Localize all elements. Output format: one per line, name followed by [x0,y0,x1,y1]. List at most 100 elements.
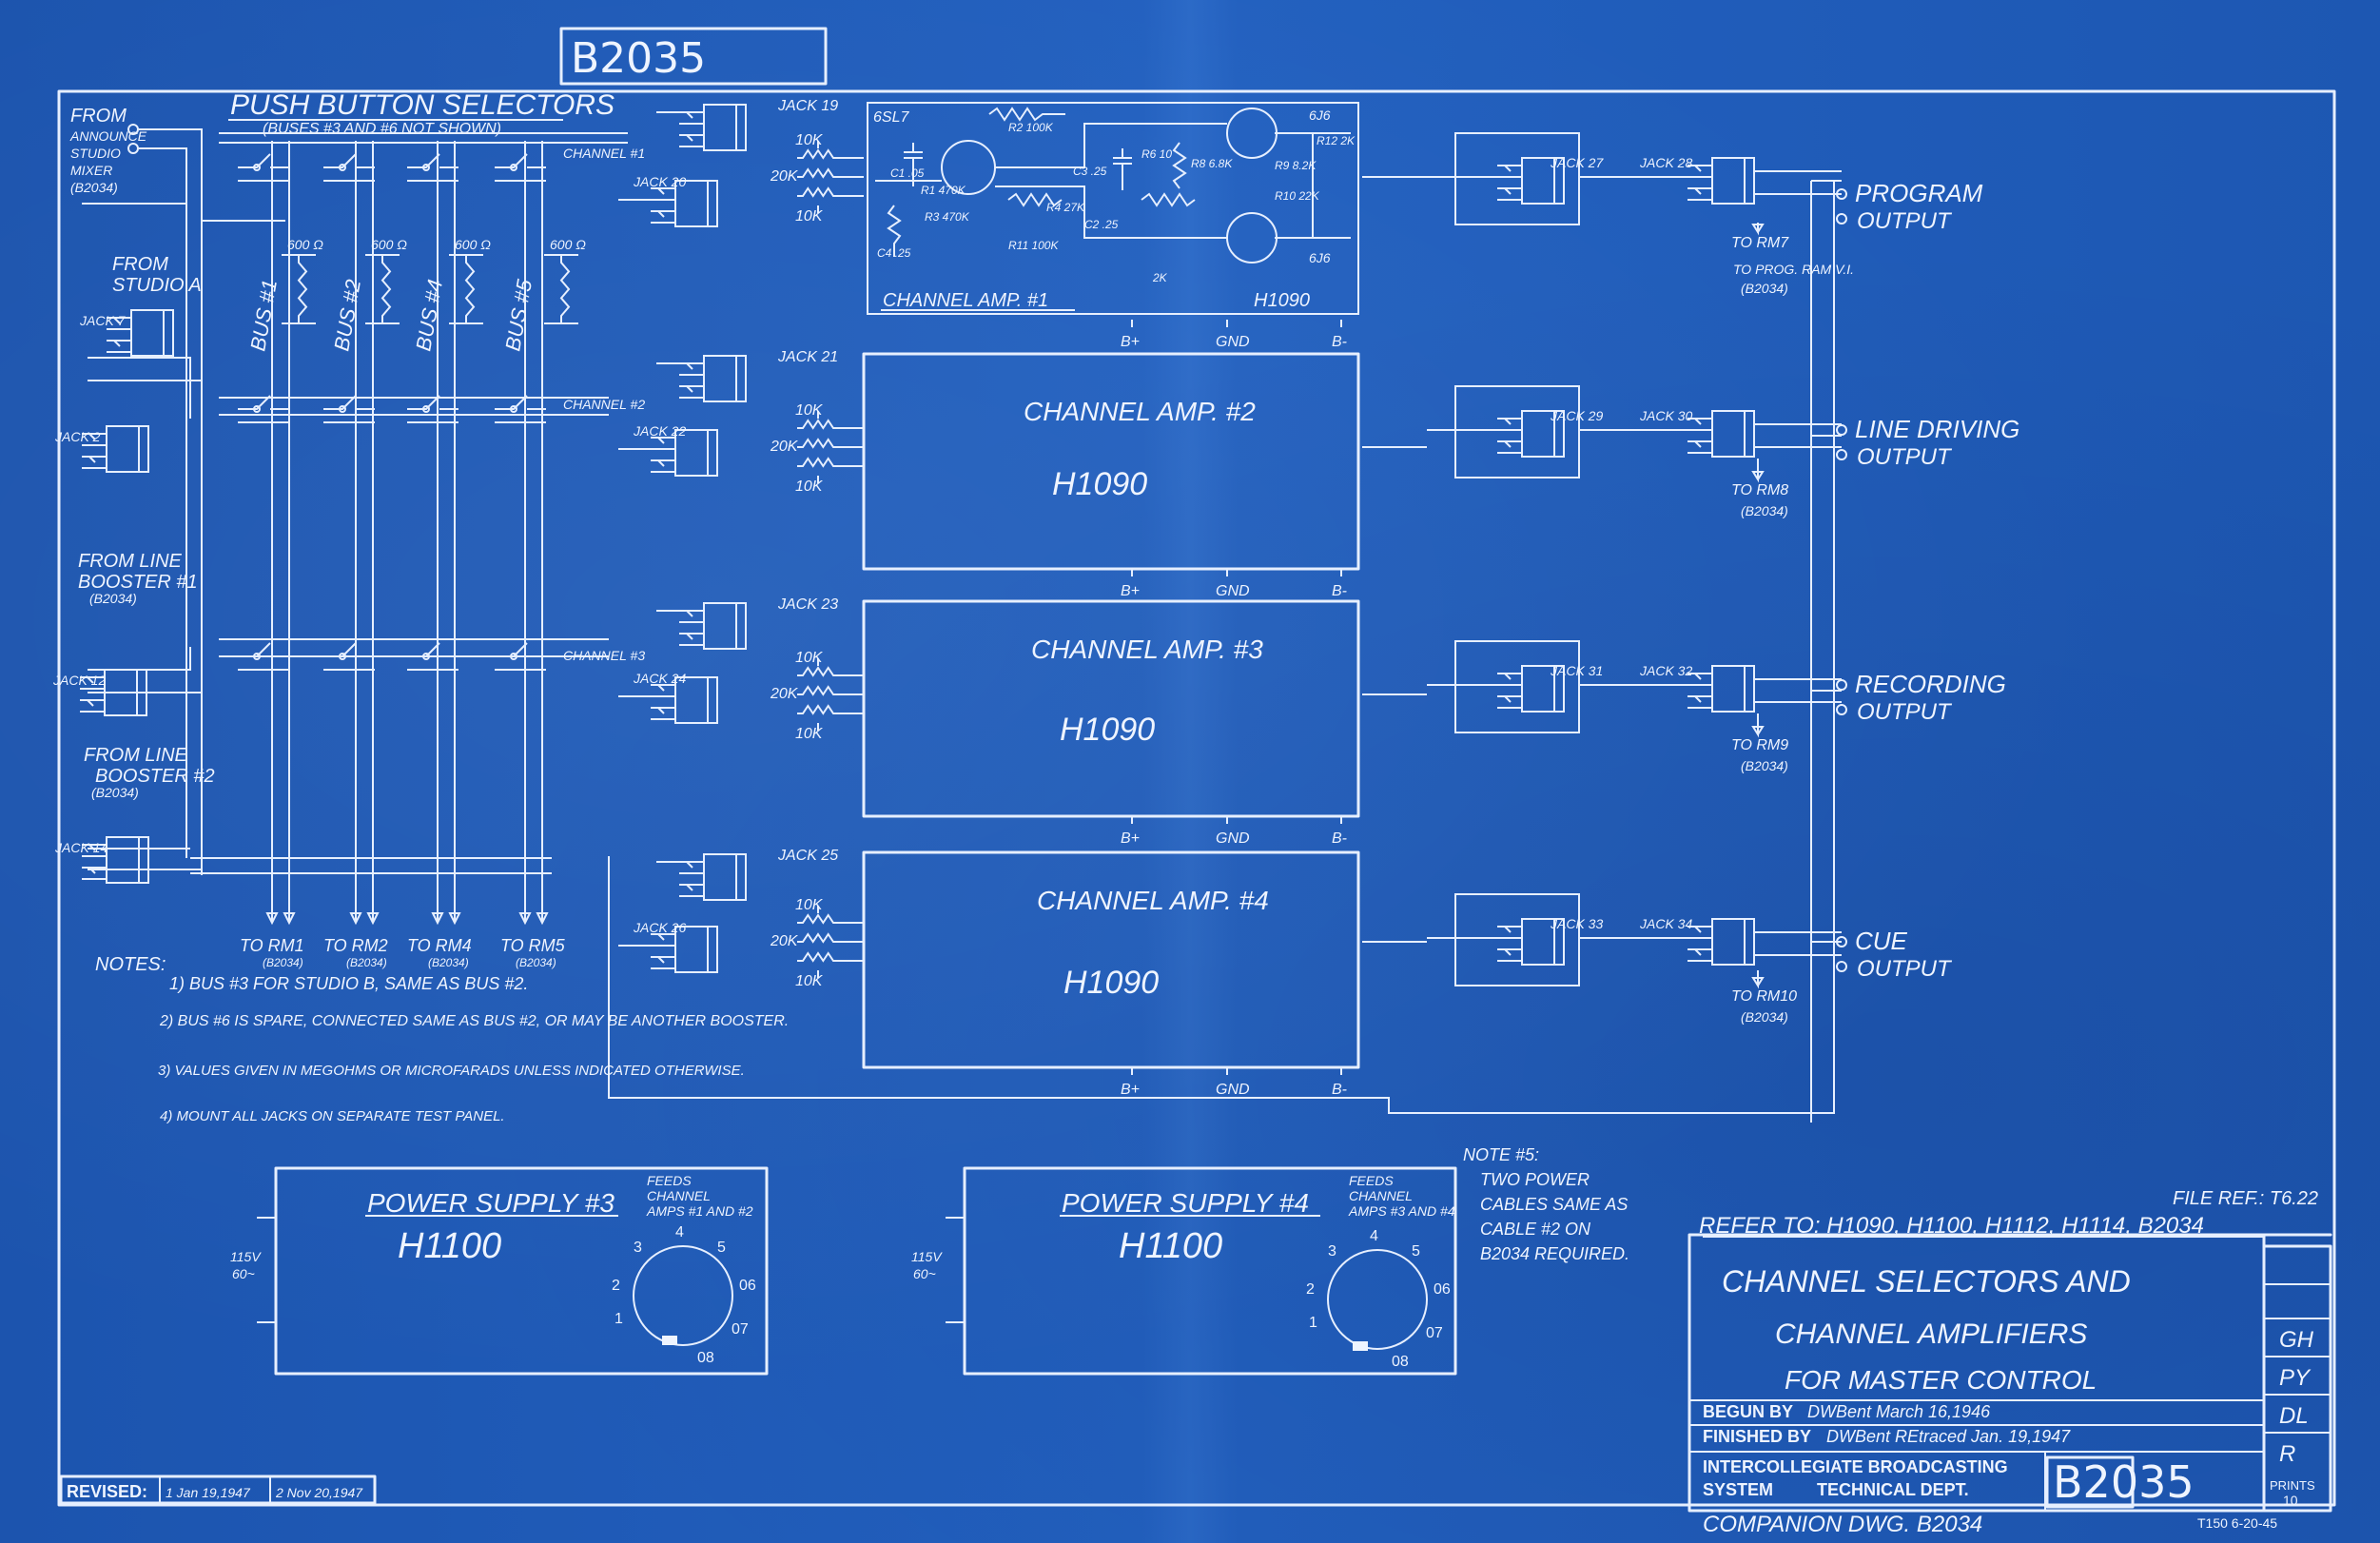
note5-line-4: B2034 REQUIRED. [1480,1244,1629,1263]
patch-jack-label-1: JACK 19 [777,98,838,114]
switch-ch3-bus1 [238,642,289,671]
dial-4-mark-5: 5 [1412,1243,1420,1260]
input-jack-1 [107,309,174,357]
ps3-feeds-3: AMPS #1 AND #2 [646,1203,753,1219]
switch-ch2-bus2 [323,395,375,423]
svg-text:10K: 10K [795,479,824,495]
output-terminal-a-4 [1836,936,1847,947]
revised-entry-2: 2 Nov 20,1947 [275,1485,363,1500]
rail-gnd-3: GND [1216,830,1250,847]
output-to-2: TO RM8 [1731,482,1788,498]
bus-label-2: BUS #2 [329,278,365,353]
bus-label-1: BUS #1 [245,278,282,353]
title-line-2: CHANNEL AMPLIFIERS [1775,1318,2087,1350]
input-4-line-2: BOOSTER #2 [95,766,215,787]
output-sub-3: OUTPUT [1857,699,1953,725]
rail-bminus-2: B- [1332,583,1347,599]
patch-jack-right-label-1: JACK 27 [1550,155,1604,170]
ps3-feeds-2: CHANNEL [647,1188,711,1203]
dial-3-mark-3: 3 [634,1240,642,1256]
rail-gnd-1: GND [1216,334,1250,350]
patch-jack-13 [1497,665,1565,713]
amp1-tube3: 6J6 [1309,250,1331,265]
power-supply-3: POWER SUPPLY #3 H1100 FEEDS CHANNEL AMPS… [230,1166,769,1376]
patch-jack-label-6: JACK 24 [633,671,686,686]
ps4-feeds-2: CHANNEL [1349,1188,1413,1203]
dial-4-mark-8: 08 [1392,1354,1409,1370]
input-jack-label-4: JACK 14 [54,840,107,855]
output-ref-3: (B2034) [1741,758,1788,773]
svg-text:10K: 10K [795,132,824,148]
output-to-3: TO RM9 [1731,737,1788,753]
ps3-feeds-1: FEEDS [647,1173,692,1188]
ps4-feeds-1: FEEDS [1349,1173,1394,1188]
finished-label: FINISHED BY [1703,1427,1811,1446]
output-name-3: RECORDING [1855,670,2006,698]
dial-3-mark-4: 4 [675,1224,684,1240]
to-rm-4: TO RM5 [500,936,566,955]
note-5-block: NOTE #5: TWO POWER CABLES SAME AS CABLE … [1463,1145,1629,1263]
output-terminal-b-3 [1836,704,1847,715]
drawing-border [57,27,2336,1507]
channel-amp-3-name: CHANNEL AMP. #3 [1031,635,1263,664]
output-to-4: TO RM10 [1731,988,1797,1005]
input-4-line-1: FROM LINE [84,745,188,766]
patch-jack-8 [651,926,718,973]
patch-jack-15 [1497,918,1565,966]
to-rm-2: TO RM2 [323,936,388,955]
note-2: 2) BUS #6 IS SPARE, CONNECTED SAME AS BU… [159,1013,789,1029]
ps4-name: POWER SUPPLY #4 [1062,1188,1309,1218]
switch-ch3-bus4 [495,642,546,671]
note-3: 3) VALUES GIVEN IN MEGOHMS OR MICROFARAD… [158,1063,745,1079]
dial-4-mark-7: 07 [1426,1325,1443,1341]
ps3-model: H1100 [398,1226,501,1266]
amp1-tube1: 6SL7 [873,109,909,126]
input-1-line-4: MIXER [70,163,112,178]
output-terminal-a-1 [1836,188,1847,200]
output-to-sub-1: TO PROG. RAM V.I. [1733,262,1854,277]
revised-block: REVISED: 1 Jan 19,1947 2 Nov 20,1947 [59,1475,377,1505]
bus-load-resistor-2 [380,255,392,323]
power-supply-4: POWER SUPPLY #4 H1100 FEEDS CHANNEL AMPS… [911,1166,1457,1376]
dial-3-mark-8: 08 [697,1350,714,1366]
switch-ch2-bus1 [238,395,289,423]
rail-bminus-4: B- [1332,1082,1347,1098]
patch-jack-right-label-3: JACK 29 [1550,408,1603,423]
dial-3-mark-1: 1 [615,1311,623,1327]
revision-initial-4: R [2279,1441,2295,1467]
bus-label-3: BUS #4 [411,278,447,353]
rail-bplus-2: B+ [1121,583,1140,599]
patch-jack-7 [679,853,747,901]
patch-jack-11 [1497,410,1565,458]
dial-3-mark-7: 07 [732,1321,749,1338]
bus-load-resistor-3 [464,255,476,323]
revision-initial-1: GH [2279,1327,2314,1353]
ps4-ac-2: 60~ [913,1266,936,1281]
patch-jack-right-label-7: JACK 33 [1550,916,1603,931]
selectors-note: (BUSES #3 AND #6 NOT SHOWN) [263,121,501,137]
dial-4-mark-3: 3 [1328,1243,1336,1260]
to-rm-arrow-1 [265,912,296,926]
switch-ch2-bus3 [407,395,458,423]
output-terminal-b-2 [1836,449,1847,460]
input-4-line-3: (B2034) [91,785,139,800]
channel-amp-4-model: H1090 [1063,965,1159,1001]
patch-jack-right-label-2: JACK 28 [1639,155,1692,170]
patch-jack-label-8: JACK 26 [633,920,686,935]
output-ref-2: (B2034) [1741,503,1788,518]
file-ref: FILE REF.: T6.22 [2173,1188,2318,1209]
output-name-2: LINE DRIVING [1855,415,2019,443]
selectors-title: PUSH BUTTON SELECTORS [230,89,615,121]
rail-bplus-1: B+ [1121,334,1140,350]
amp1-part-r3: R3 470K [925,210,970,224]
output-ref-4: (B2034) [1741,1009,1788,1025]
switch-ch1-bus1 [238,153,289,182]
input-1-line-2: ANNOUNCE [69,128,147,144]
input-1-line-3: STUDIO [70,146,121,161]
begun-value: DWBent March 16,1946 [1807,1402,1991,1421]
push-button-switches [238,153,546,671]
